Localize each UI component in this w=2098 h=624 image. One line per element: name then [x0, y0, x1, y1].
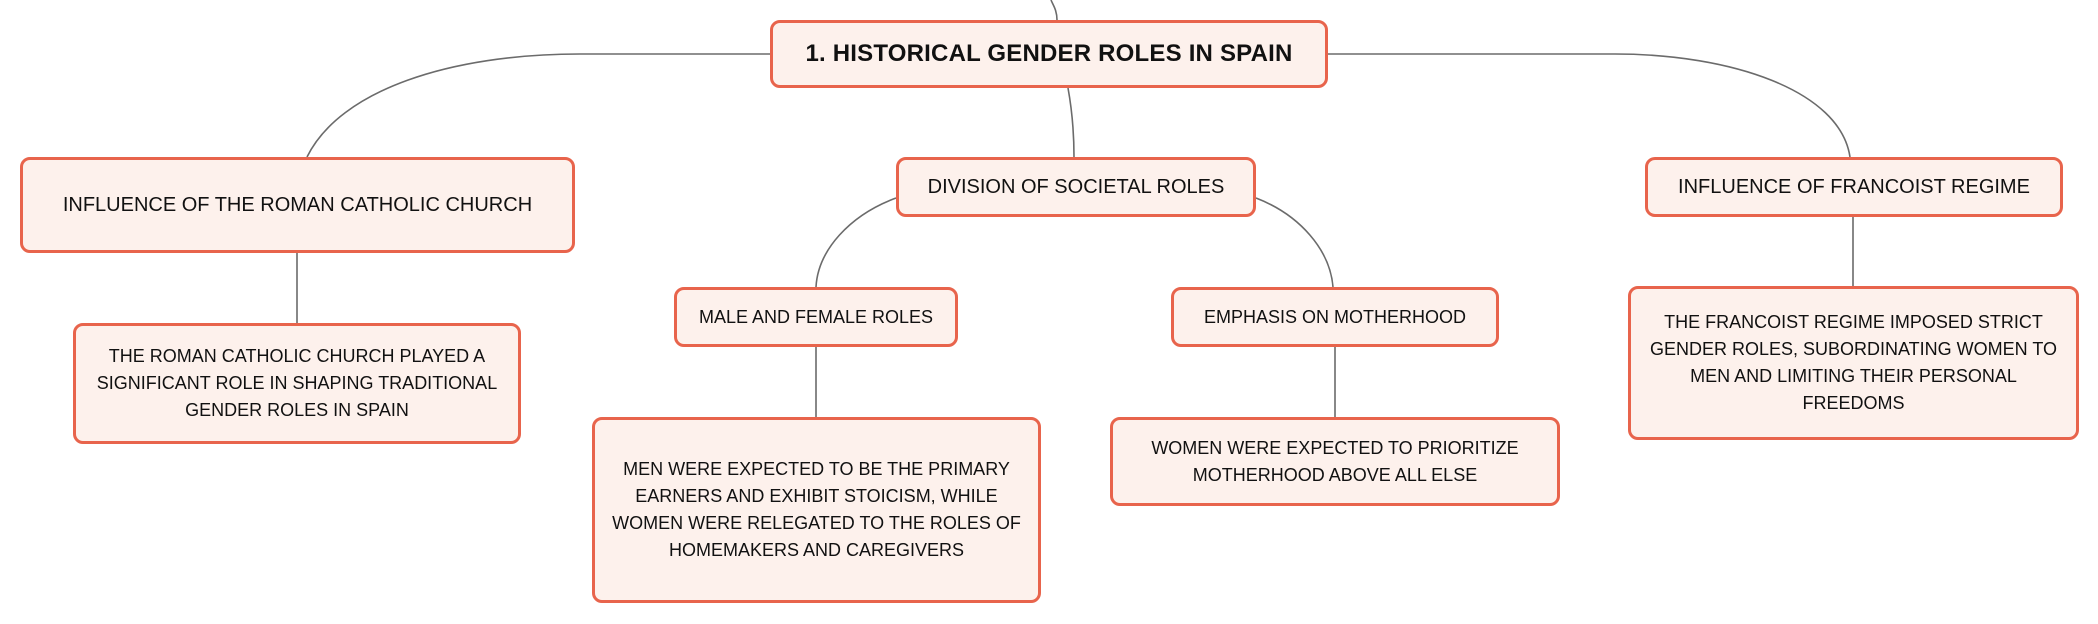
detail-text-catholic-church: THE ROMAN CATHOLIC CHURCH PLAYED A SIGNI…	[96, 346, 498, 420]
detail-node-catholic-church[interactable]: THE ROMAN CATHOLIC CHURCH PLAYED A SIGNI…	[73, 323, 521, 444]
topic-label-catholic-church: INFLUENCE OF THE ROMAN CATHOLIC CHURCH	[62, 193, 533, 216]
subtopic-node-motherhood[interactable]: EMPHASIS ON MOTHERHOOD	[1171, 287, 1499, 347]
topic-node-division-of-roles[interactable]: DIVISION OF SOCIETAL ROLES	[896, 157, 1256, 217]
root-topic-label: 1. HISTORICAL GENDER ROLES IN SPAIN	[805, 40, 1293, 67]
connector-division-to-motherhood	[1255, 197, 1334, 288]
subtopic-node-male-female-roles[interactable]: MALE AND FEMALE ROLES	[674, 287, 958, 347]
detail-text-francoist-regime: THE FRANCOIST REGIME IMPOSED STRICT GEND…	[1649, 312, 2058, 413]
subtopic-label-motherhood: EMPHASIS ON MOTHERHOOD	[1203, 306, 1467, 327]
connector-division-to-male-female	[815, 197, 897, 288]
subtopic-label-male-female-roles: MALE AND FEMALE ROLES	[698, 306, 934, 327]
topic-node-francoist-regime[interactable]: INFLUENCE OF FRANCOIST REGIME	[1645, 157, 2063, 217]
detail-node-motherhood[interactable]: WOMEN WERE EXPECTED TO PRIORITIZE MOTHER…	[1110, 417, 1560, 506]
detail-node-francoist-regime[interactable]: THE FRANCOIST REGIME IMPOSED STRICT GEND…	[1628, 286, 2079, 440]
detail-text-male-female-roles: MEN WERE EXPECTED TO BE THE PRIMARY EARN…	[612, 459, 1021, 560]
detail-text-motherhood: WOMEN WERE EXPECTED TO PRIORITIZE MOTHER…	[1151, 437, 1519, 485]
topic-node-catholic-church[interactable]: INFLUENCE OF THE ROMAN CATHOLIC CHURCH	[20, 157, 575, 253]
root-topic-node[interactable]: 1. HISTORICAL GENDER ROLES IN SPAIN	[770, 20, 1328, 88]
connector-root-parent	[1050, 0, 1058, 21]
connector-root-to-franco	[1328, 53, 1851, 158]
connector-root-to-division	[1067, 87, 1075, 158]
topic-label-francoist-regime: INFLUENCE OF FRANCOIST REGIME	[1678, 175, 2030, 198]
detail-node-male-female-roles[interactable]: MEN WERE EXPECTED TO BE THE PRIMARY EARN…	[592, 417, 1041, 603]
connector-root-to-church	[306, 53, 770, 158]
topic-label-division-of-roles: DIVISION OF SOCIETAL ROLES	[927, 175, 1225, 198]
